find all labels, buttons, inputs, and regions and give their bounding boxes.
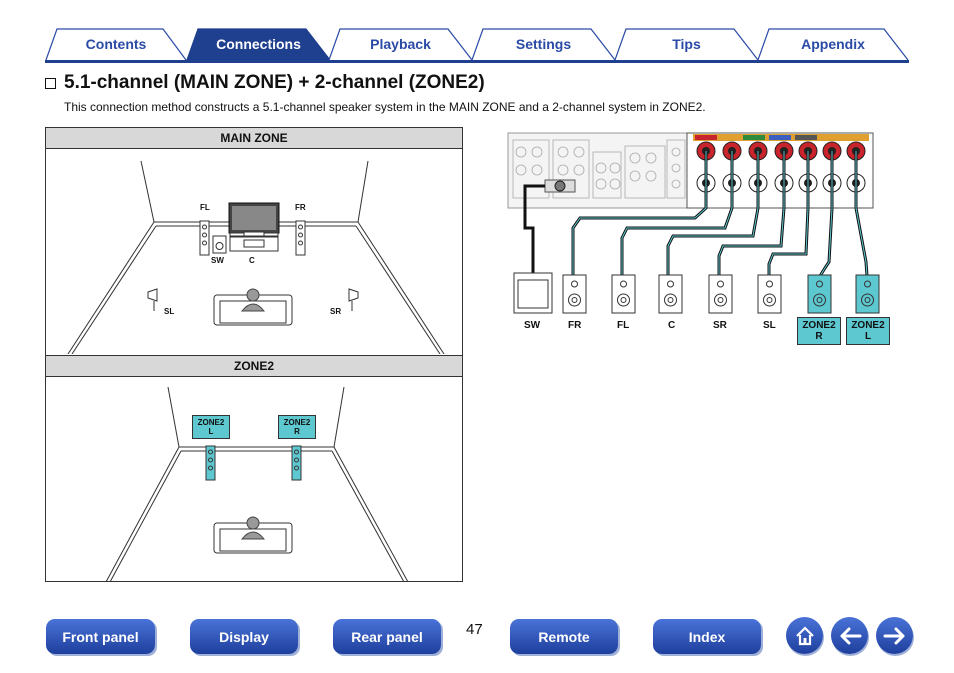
front-panel-button[interactable]: Front panel — [46, 619, 155, 654]
forward-button[interactable] — [876, 617, 913, 654]
remote-button[interactable]: Remote — [510, 619, 618, 654]
conn-zone2-l-line1: ZONE2 — [851, 320, 885, 331]
zone-divider — [46, 355, 462, 356]
main-zone-header: MAIN ZONE — [46, 128, 462, 149]
fl-label: FL — [200, 203, 210, 212]
rear-panel-button[interactable]: Rear panel — [333, 619, 441, 654]
tab-contents[interactable]: Contents — [45, 28, 187, 60]
conn-zone2-r-badge: ZONE2 R — [797, 317, 841, 345]
sw-label: SW — [211, 256, 224, 265]
section-title-text: 5.1-channel (MAIN ZONE) + 2-channel (ZON… — [64, 72, 485, 93]
home-button[interactable] — [786, 617, 823, 654]
checkbox-icon — [45, 77, 56, 89]
receiver-wiring-diagram — [507, 132, 880, 314]
zone2-room-drawing — [105, 386, 409, 582]
zone2-l-line1: ZONE2 — [197, 418, 225, 427]
conn-c-label: C — [668, 320, 676, 331]
main-zone-room-drawing — [67, 160, 445, 354]
arrow-right-icon — [883, 627, 904, 644]
conn-zone2-r-line1: ZONE2 — [802, 320, 836, 331]
conn-zone2-r-line2: R — [815, 331, 823, 342]
room-layout-diagram: MAIN ZONE ZONE2 — [45, 127, 463, 582]
conn-fl-label: FL — [617, 320, 630, 331]
page-number: 47 — [466, 621, 483, 638]
conn-fr-label: FR — [568, 320, 582, 331]
zone2-l-line2: L — [208, 427, 214, 436]
c-label: C — [249, 256, 255, 265]
top-tab-bar: Contents Connections Playback Settings T… — [0, 0, 954, 64]
tab-underline — [45, 60, 909, 63]
zone2-l-badge: ZONE2 L — [192, 415, 230, 439]
tab-settings[interactable]: Settings — [471, 28, 616, 60]
section-title: 5.1-channel (MAIN ZONE) + 2-channel (ZON… — [45, 72, 485, 94]
sr-label: SR — [330, 307, 342, 316]
zone2-header: ZONE2 — [46, 356, 462, 377]
zone2-r-line2: R — [294, 427, 300, 436]
tab-tips[interactable]: Tips — [614, 28, 759, 60]
conn-sw-label: SW — [524, 320, 541, 331]
conn-zone2-l-line2: L — [864, 331, 872, 342]
zone2-r-line1: ZONE2 — [283, 418, 311, 427]
back-button[interactable] — [831, 617, 868, 654]
conn-zone2-l-badge: ZONE2 L — [846, 317, 890, 345]
home-icon — [795, 625, 814, 645]
intro-text: This connection method constructs a 5.1-… — [64, 100, 706, 114]
tab-appendix[interactable]: Appendix — [757, 28, 909, 60]
conn-sr-label: SR — [713, 320, 727, 331]
tab-connections[interactable]: Connections — [186, 28, 331, 60]
display-button[interactable]: Display — [190, 619, 298, 654]
zone2-r-badge: ZONE2 R — [278, 415, 316, 439]
sl-label: SL — [164, 307, 175, 316]
arrow-left-icon — [840, 627, 861, 644]
fr-label: FR — [295, 203, 306, 212]
conn-sl-label: SL — [763, 320, 776, 331]
index-button[interactable]: Index — [653, 619, 761, 654]
tab-playback[interactable]: Playback — [328, 28, 473, 60]
